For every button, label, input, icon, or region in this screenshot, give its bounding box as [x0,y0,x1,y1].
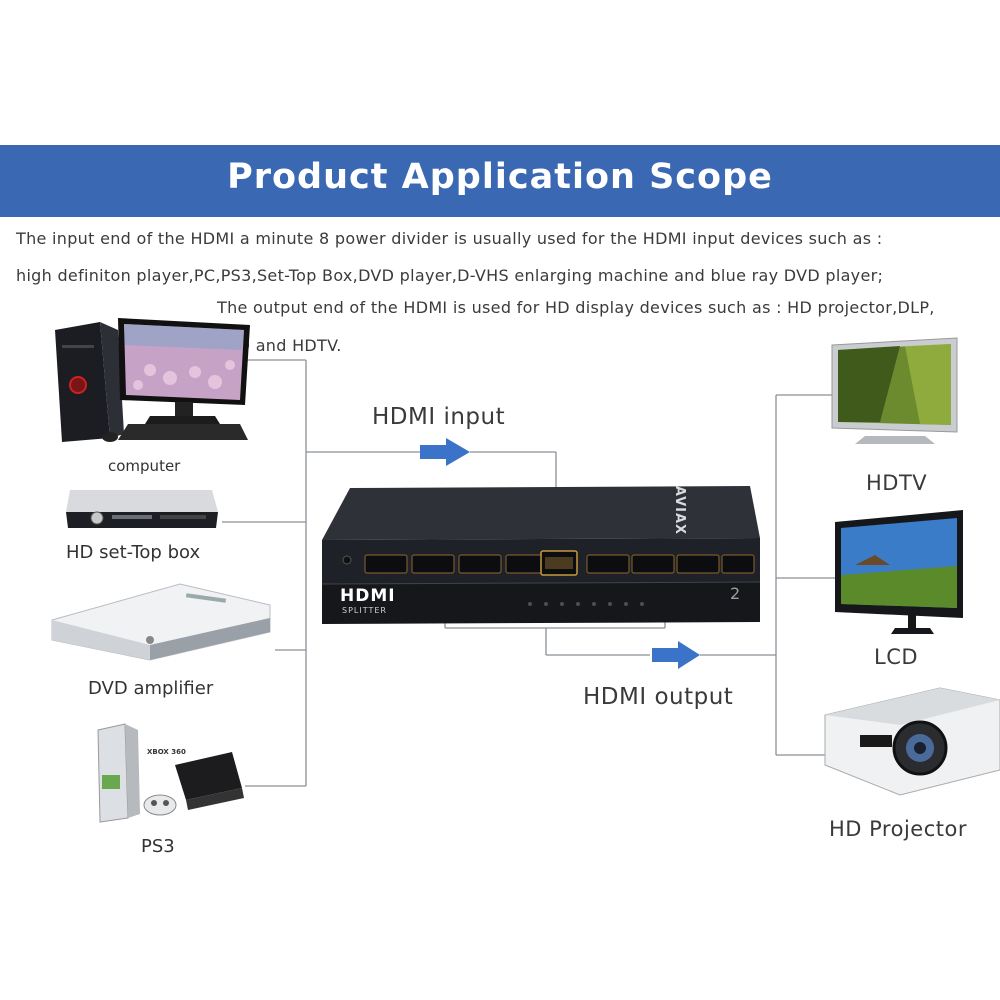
computer-illustration [55,318,250,442]
set-top-box-illustration [66,490,218,528]
hdmi-input-arrow [420,438,470,466]
splitter-model-line-2: SPLITTER [342,606,387,615]
hdtv-illustration [831,337,958,444]
projector-illustration [824,687,1000,796]
lcd-label: LCD [874,645,919,669]
game-console-illustration [97,723,244,823]
xbox-badge: XBOX 360 [147,748,186,756]
ps3-label: PS3 [141,836,175,857]
hd-projector-label: HD Projector [829,817,967,841]
banner-title: Product Application Scope [227,157,773,197]
lcd-illustration [835,510,963,634]
splitter-brand: AVIAX [672,485,688,536]
splitter-model-line-1: HDMI [340,586,396,606]
dvd-amplifier-label: DVD amplifier [88,678,214,699]
description-line-1: The input end of the HDMI a minute 8 pow… [16,229,883,248]
set-top-box-label: HD set-Top box [66,542,201,563]
hdmi-input-label: HDMI input [372,404,506,430]
hdtv-label: HDTV [866,471,928,495]
splitter-display: 2 [730,584,741,603]
title-banner [0,145,1000,217]
hdmi-splitter-device [321,486,761,624]
computer-label: computer [108,457,181,475]
description-line-2: high definiton player,PC,PS3,Set-Top Box… [16,266,884,285]
hdmi-output-arrow [652,641,700,669]
hdmi-output-label: HDMI output [583,684,734,710]
dvd-illustration [51,583,271,661]
description-line-3: The output end of the HDMI is used for H… [217,298,935,317]
